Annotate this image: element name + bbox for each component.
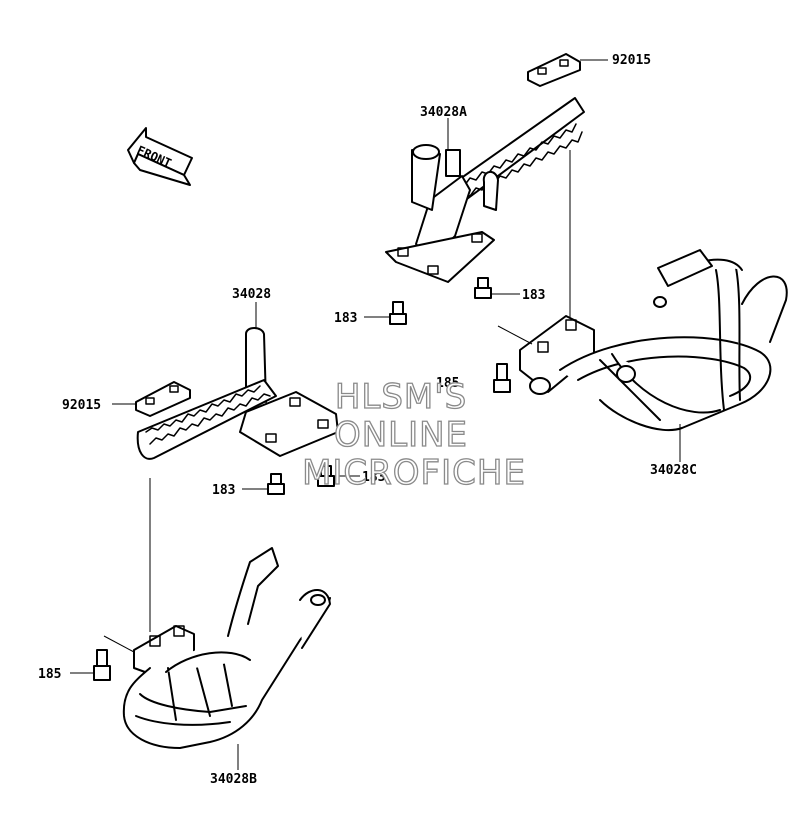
watermark-line-2: ONLINE	[334, 415, 468, 455]
label-92015-left: 92015	[62, 398, 101, 413]
watermark-line-1: HLSM'S	[335, 377, 467, 417]
guard-34028B-drawing	[122, 547, 331, 749]
label-34028B: 34028B	[210, 772, 257, 787]
footrest-34028A-drawing	[385, 97, 585, 283]
label-183-a: 183	[334, 311, 357, 326]
watermark-line-3: MICROFICHE	[302, 453, 526, 493]
guard-34028C-drawing	[519, 249, 788, 432]
label-183-d: 183	[362, 470, 385, 485]
cover-92015-top-drawing	[527, 53, 581, 87]
bolt-183-b-drawing	[474, 277, 492, 299]
watermark: HLSM'S ONLINE MICROFICHE	[301, 376, 526, 493]
front-arrow-icon: FRONT	[127, 127, 193, 186]
label-34028A: 34028A	[420, 105, 467, 120]
leader-185-right	[497, 325, 533, 345]
bolt-185-left-drawing	[93, 649, 111, 681]
label-183-c: 183	[212, 483, 235, 498]
bolt-183-a-drawing	[389, 301, 407, 325]
bolt-185-right-drawing	[493, 363, 511, 393]
footrest-34028-drawing	[136, 327, 339, 460]
label-34028C: 34028C	[650, 463, 697, 478]
label-185-left: 185	[38, 667, 61, 682]
leader-185-left-drop	[103, 635, 135, 653]
bolt-183-d-drawing	[317, 465, 335, 487]
label-183-b: 183	[522, 288, 545, 303]
bolt-183-c-drawing	[267, 473, 285, 495]
label-185-right: 185	[436, 376, 459, 391]
label-92015-top: 92015	[612, 53, 651, 68]
cover-92015-left-drawing	[135, 381, 191, 417]
label-34028: 34028	[232, 287, 271, 302]
